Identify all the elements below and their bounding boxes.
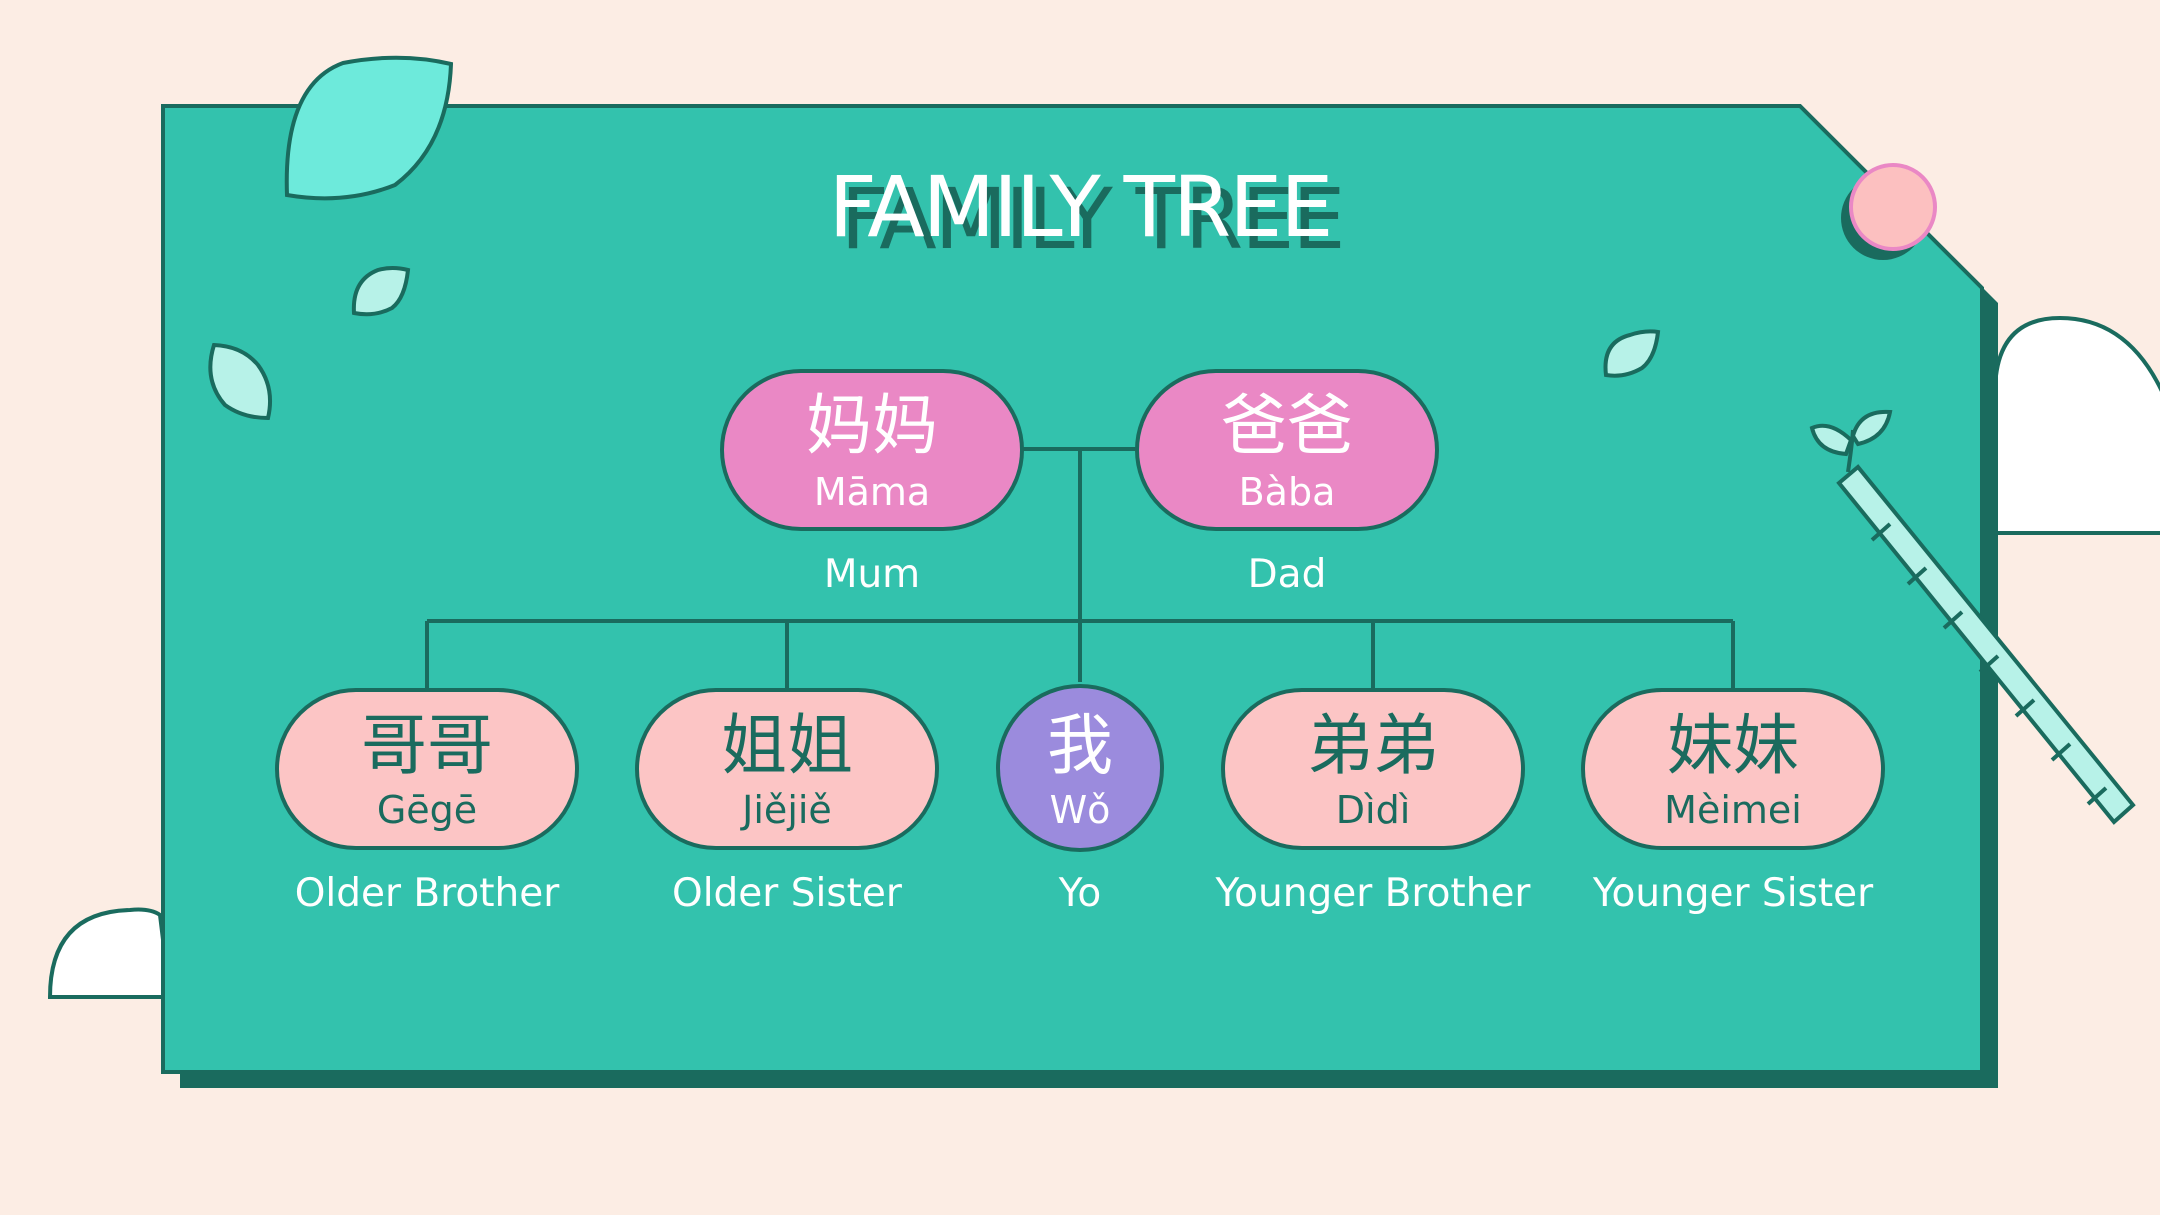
pink-dot-decoration xyxy=(1841,163,1937,260)
mum-label: Mum xyxy=(824,552,920,597)
dad-pinyin: Bàba xyxy=(1239,470,1336,514)
younger-sister-label: Younger Sister xyxy=(1592,871,1874,916)
panel xyxy=(161,104,1984,1074)
page-title: FAMILY TREE xyxy=(829,158,1332,256)
tree-connectors xyxy=(425,447,1735,688)
mum-pinyin: Māma xyxy=(814,470,930,514)
leaf-right-icon xyxy=(1603,329,1661,378)
node-younger-sister: 妹妹 Mèimei xyxy=(1581,688,1885,850)
node-dad: 爸爸 Bàba xyxy=(1135,369,1439,531)
younger-sister-pinyin: Mèimei xyxy=(1664,788,1802,832)
younger-brother-label: Younger Brother xyxy=(1215,871,1532,916)
older-brother-hanzi: 哥哥 xyxy=(361,707,493,784)
title-shadow: FAMILY TREE xyxy=(841,170,1344,268)
node-older-brother: 哥哥 Gēgē xyxy=(275,688,579,850)
title: FAMILY TREE FAMILY TREE xyxy=(829,158,1346,268)
node-me: 我 Wǒ xyxy=(996,684,1164,852)
older-brother-label: Older Brother xyxy=(295,871,561,916)
dad-label: Dad xyxy=(1248,552,1327,597)
big-leaf-icon xyxy=(284,55,454,201)
me-hanzi: 我 xyxy=(1047,707,1113,784)
me-pinyin: Wǒ xyxy=(1050,788,1111,832)
dad-hanzi: 爸爸 xyxy=(1221,387,1353,464)
node-mum: 妈妈 Māma xyxy=(720,369,1024,531)
younger-brother-hanzi: 弟弟 xyxy=(1307,707,1439,784)
node-younger-brother: 弟弟 Dìdì xyxy=(1221,688,1525,850)
younger-brother-pinyin: Dìdì xyxy=(1336,788,1411,832)
small-leaf-icon xyxy=(351,266,411,317)
older-sister-pinyin: Jiějiě xyxy=(740,788,832,832)
older-brother-pinyin: Gēgē xyxy=(377,788,477,832)
me-label: Yo xyxy=(1058,871,1102,916)
leaf-left-icon xyxy=(208,342,272,421)
cloud-right-decoration xyxy=(1993,315,2160,535)
mum-hanzi: 妈妈 xyxy=(806,387,938,464)
younger-sister-hanzi: 妹妹 xyxy=(1667,707,1799,784)
older-sister-label: Older Sister xyxy=(672,871,903,916)
older-sister-hanzi: 姐姐 xyxy=(721,707,853,784)
cloud-left-decoration xyxy=(47,907,173,999)
node-older-sister: 姐姐 Jiějiě xyxy=(635,688,939,850)
bamboo-icon xyxy=(1809,409,2136,825)
